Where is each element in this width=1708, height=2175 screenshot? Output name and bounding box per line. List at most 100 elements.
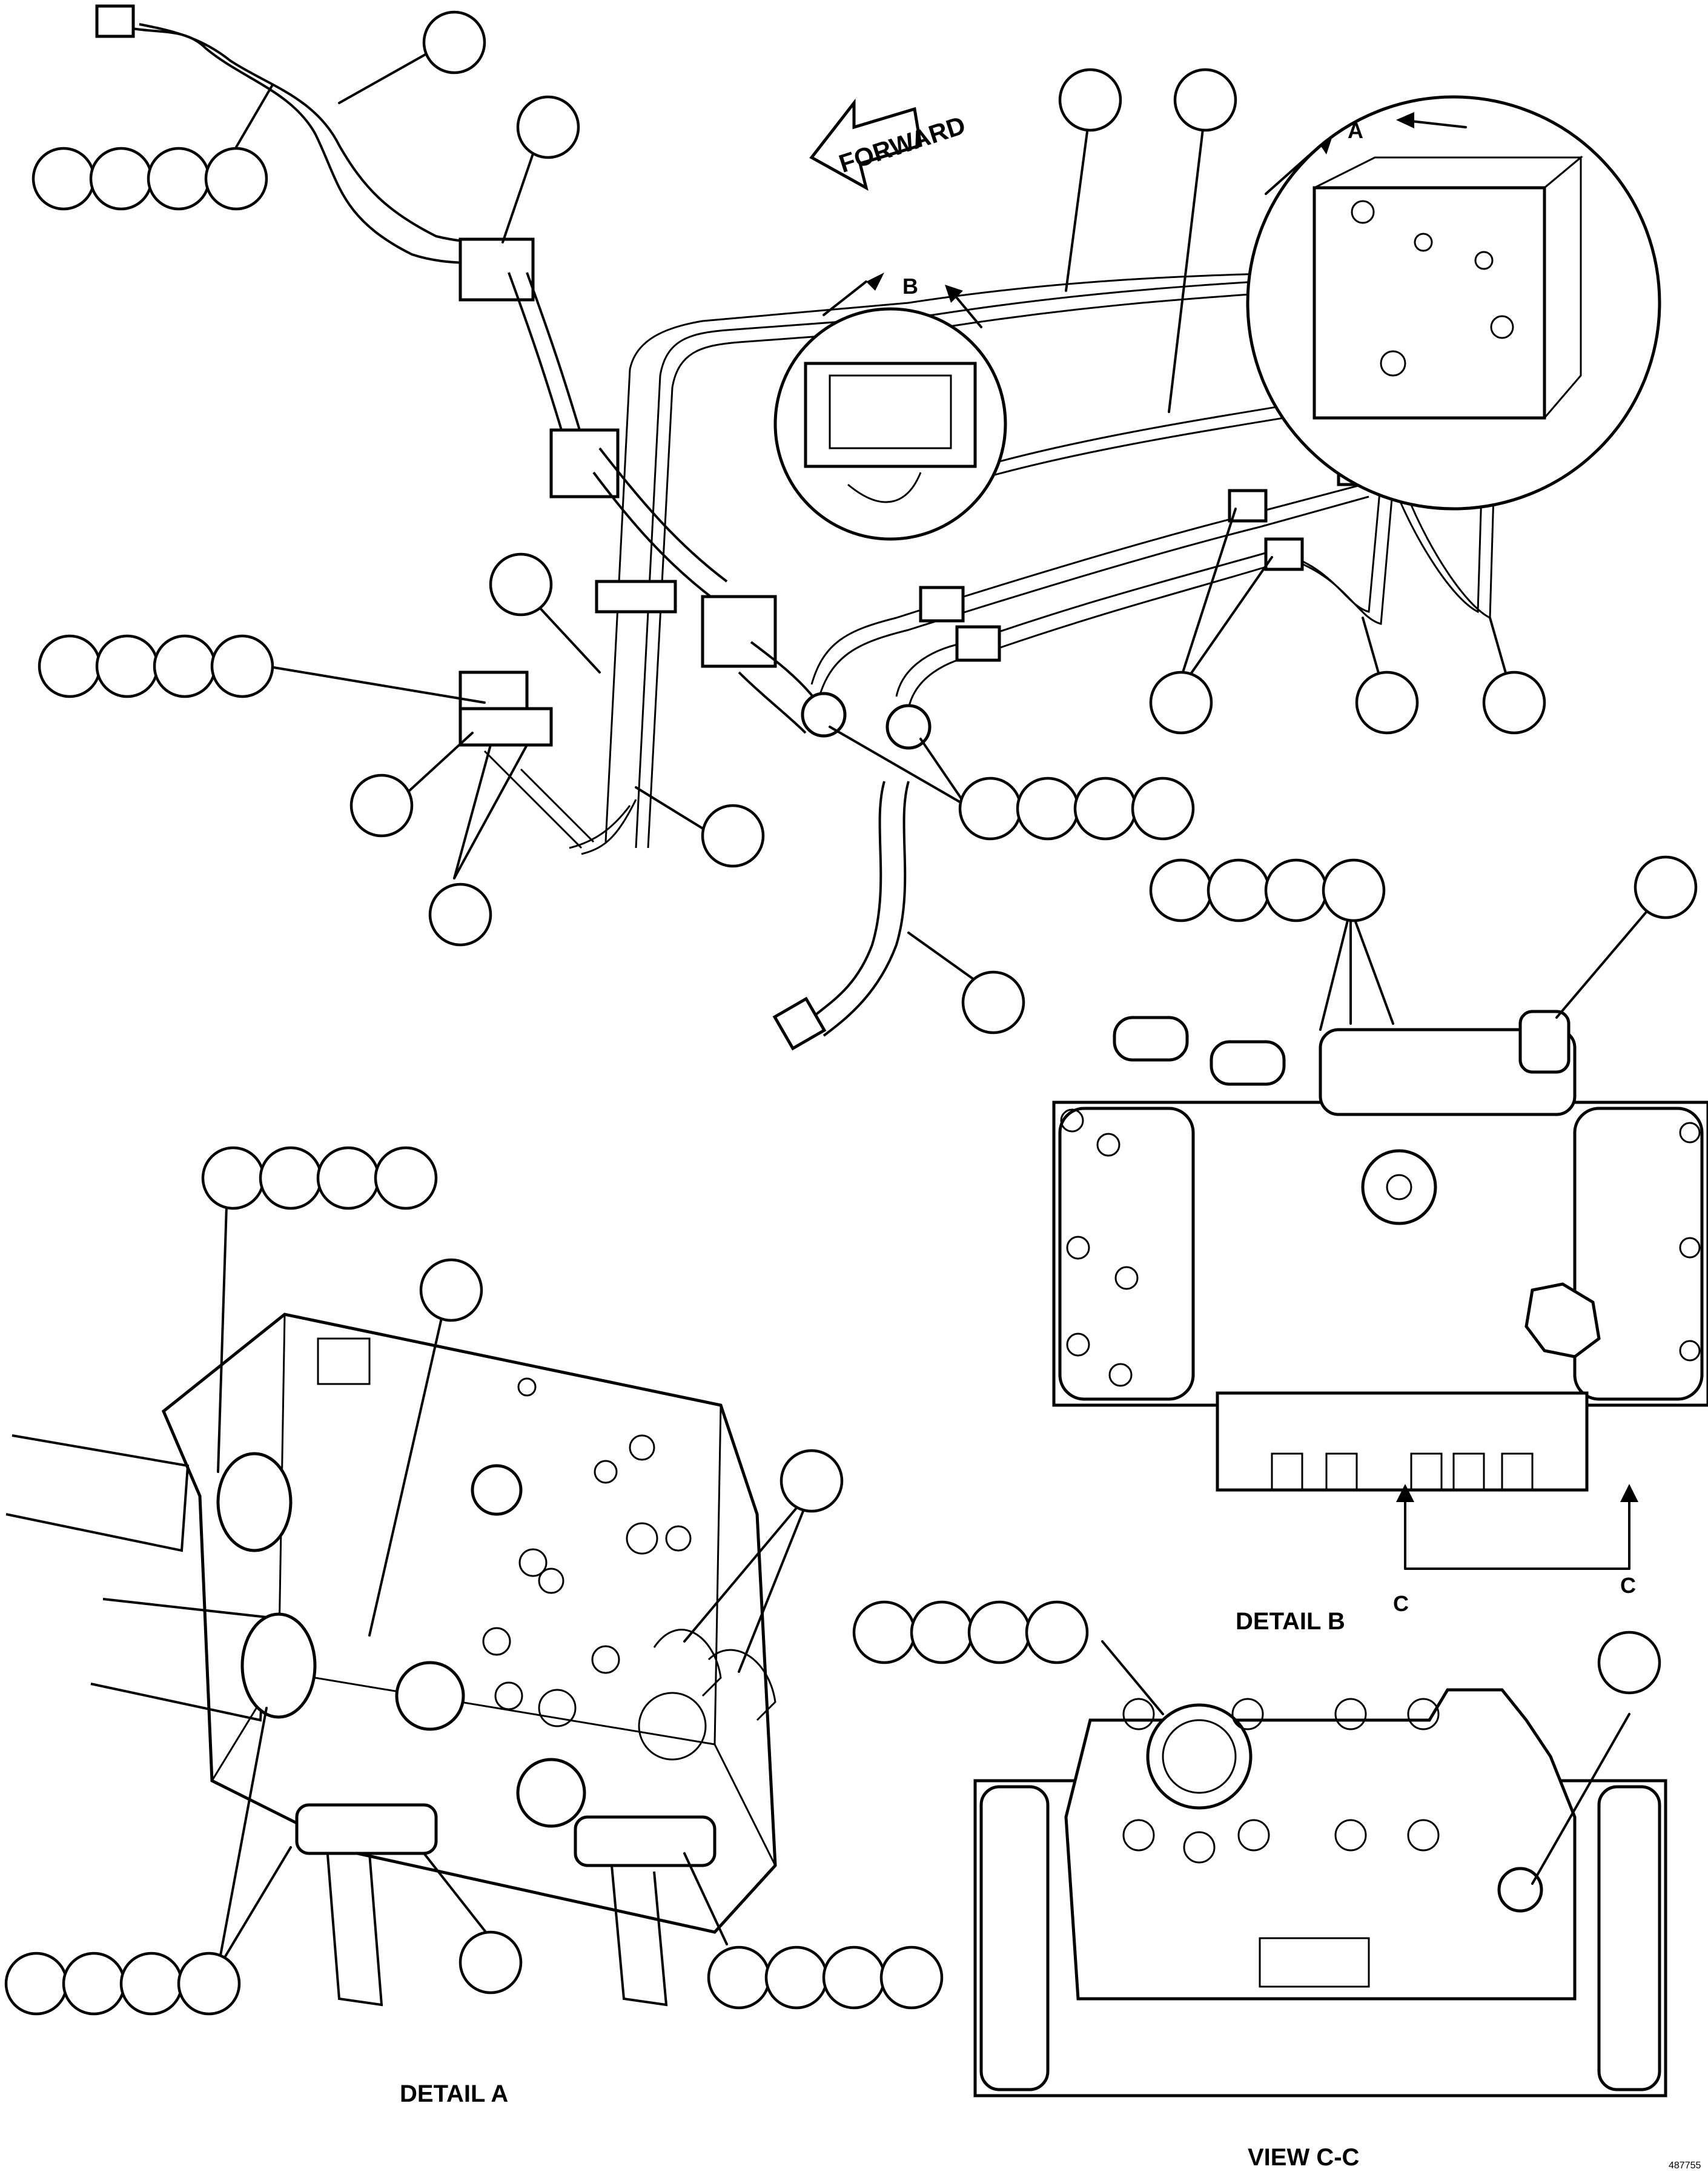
detail-a-title: DETAIL A (400, 2081, 508, 2107)
clamp-bracket-3 (701, 595, 777, 668)
callout-bubble (764, 1945, 829, 2010)
view-cc-plate (1259, 1937, 1370, 1988)
section-c-right: C (1620, 1573, 1636, 1598)
hose-fitting-bottom (772, 996, 827, 1051)
callout-bubble (707, 1945, 771, 2010)
section-c-left: C (1393, 1591, 1409, 1616)
view-cc-test-port (1497, 1867, 1543, 1913)
view-arrow-icon (823, 280, 867, 316)
arrow-b-label: B (902, 274, 918, 299)
elbow-fitting-1 (1113, 1016, 1189, 1062)
callout-bubble (780, 1449, 844, 1513)
callout-bubble (1597, 1630, 1661, 1695)
hose-end-lower (240, 1612, 317, 1719)
callout-bubble (419, 1258, 483, 1322)
callout-bubble (4, 1952, 68, 2016)
view-cc-pump: VIEW C-C (973, 1688, 1667, 2171)
hex-plug-1 (395, 1661, 465, 1731)
callout-bubble (1207, 858, 1271, 922)
valve-mini (1312, 186, 1546, 420)
callout-bubble (1073, 776, 1137, 841)
label-plate-a (317, 1337, 371, 1385)
callout-bubble (95, 634, 159, 698)
callout-bubble (1322, 858, 1386, 922)
callout-bubble (31, 147, 96, 211)
hose-fitting-top (95, 4, 135, 38)
callout-bubble (316, 1146, 380, 1210)
pump-top (1319, 1028, 1577, 1116)
callout-bubble (961, 970, 1025, 1035)
callout-bubble (374, 1146, 438, 1210)
callout-bubble (1149, 670, 1213, 735)
detail-b-pump: C C DETAIL B (1052, 1010, 1708, 1635)
callout-bubble (879, 1945, 944, 2010)
forward-arrow-icon: FORWARD (809, 98, 969, 191)
callout-bubble (1634, 855, 1698, 919)
detail-a-valve: DETAIL A (5, 1313, 777, 2107)
flange-fitting-2 (885, 704, 932, 750)
callout-bubble (204, 147, 268, 211)
callout-bubble (119, 1952, 184, 2016)
callout-bubble (1058, 68, 1122, 132)
detail-circle-a: A (1246, 95, 1661, 511)
callout-bubble (1149, 858, 1213, 922)
callout-bubble (422, 10, 486, 74)
tube-block (458, 707, 553, 747)
callout-bubble (1355, 670, 1419, 735)
callout-bubble (910, 1600, 974, 1664)
view-cc-title: VIEW C-C (1248, 2144, 1359, 2171)
callout-bubble (958, 776, 1022, 841)
detail-b-title: DETAIL B (1236, 1608, 1345, 1635)
drawing-number: 487755 (1669, 2160, 1701, 2171)
flange-clamp-left (295, 1803, 438, 1855)
callout-bubble (1131, 776, 1195, 841)
detail-circle-b: B (773, 273, 1007, 541)
callout-bubble (822, 1945, 886, 2010)
callout-bubble (516, 95, 580, 159)
callout-bubble (201, 1146, 265, 1210)
arrow-a-label: A (1348, 118, 1363, 143)
callout-bubbles (4, 10, 1698, 2016)
clamp-bracket-1 (458, 237, 535, 302)
elbow-fitting-2 (1210, 1040, 1286, 1086)
callout-bubble (701, 804, 765, 868)
callout-bubble (852, 1600, 916, 1664)
view-cc-top-block (1064, 1688, 1577, 2001)
hex-plug-b (1524, 1282, 1601, 1359)
pump-mini (804, 362, 977, 468)
callout-bubble (1264, 858, 1328, 922)
tube-clamp-2 (919, 586, 965, 623)
hex-plug-2 (516, 1758, 586, 1828)
callout-bubble (177, 1952, 241, 2016)
callout-bubble (89, 147, 153, 211)
tube-clamp-1 (595, 580, 677, 614)
callout-bubble (259, 1146, 323, 1210)
callout-bubble (489, 552, 553, 617)
callout-bubble (428, 882, 492, 947)
callout-bubble (62, 1952, 126, 2016)
callout-bubble (1482, 670, 1546, 735)
callout-bubble (458, 1930, 523, 1995)
callout-bubble (210, 634, 274, 698)
flange-clamp-right (574, 1815, 717, 1867)
pump-end-cap (1058, 1107, 1195, 1401)
callout-bubble (967, 1600, 1031, 1664)
leader-lines (217, 47, 1661, 1970)
tube-clamp-5 (1264, 537, 1304, 571)
hose-end-upper (216, 1452, 293, 1552)
callout-bubble (349, 773, 414, 838)
callout-bubble (1173, 68, 1237, 132)
clamp-bracket-2 (549, 428, 620, 498)
tube-clamp-4 (1228, 489, 1268, 523)
pump-port (1361, 1149, 1437, 1225)
tube-clamp-3 (955, 625, 1001, 662)
solenoid-a (471, 1464, 523, 1516)
callout-bubble (1016, 776, 1080, 841)
callout-bubble (153, 634, 217, 698)
callout-bubble (147, 147, 211, 211)
callout-bubble (38, 634, 102, 698)
flange-fitting-1 (801, 692, 847, 738)
gauge-port (1518, 1010, 1571, 1074)
callout-bubble (1025, 1600, 1089, 1664)
